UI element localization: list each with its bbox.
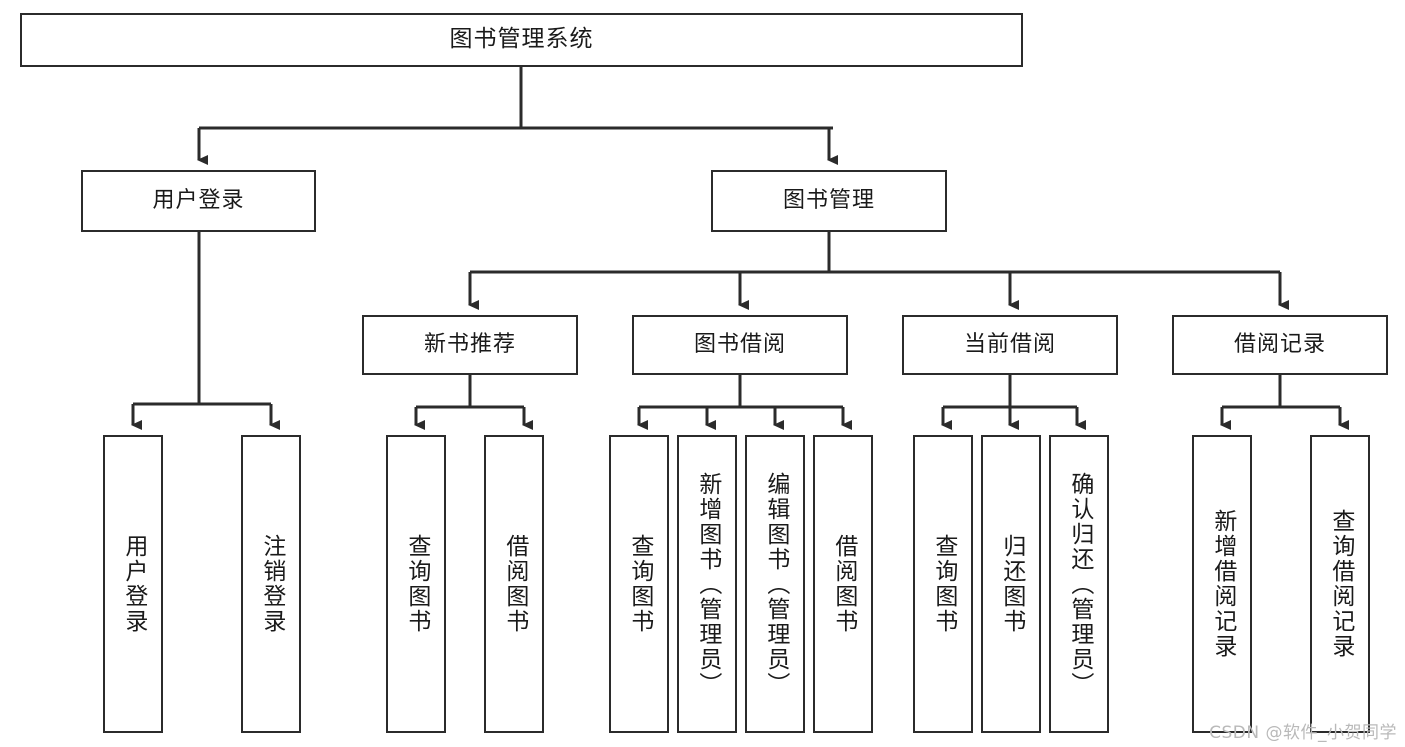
leaf-record-query-record[interactable]: 查询借阅记录 <box>1310 435 1370 733</box>
node-book-borrow[interactable]: 图书借阅 <box>632 315 848 375</box>
node-current-borrow[interactable]: 当前借阅 <box>902 315 1118 375</box>
node-label: 图书管理 <box>782 188 875 214</box>
node-label: 确认归还（管理员） <box>1066 471 1093 697</box>
leaf-user-login[interactable]: 用户登录 <box>103 435 163 733</box>
leaf-record-add-record[interactable]: 新增借阅记录 <box>1192 435 1252 733</box>
leaf-borrow-query-book[interactable]: 查询图书 <box>609 435 669 733</box>
watermark: CSDN @软件_小贺同学 <box>1209 723 1397 743</box>
node-label: 归还图书 <box>998 534 1025 634</box>
node-root-system[interactable]: 图书管理系统 <box>20 13 1023 67</box>
leaf-logout[interactable]: 注销登录 <box>241 435 301 733</box>
node-label: 借阅图书 <box>501 534 528 634</box>
node-new-book-recommend[interactable]: 新书推荐 <box>362 315 578 375</box>
leaf-newbook-borrow-book[interactable]: 借阅图书 <box>484 435 544 733</box>
node-label: 图书管理系统 <box>449 26 594 53</box>
leaf-borrow-borrow-book[interactable]: 借阅图书 <box>813 435 873 733</box>
node-label: 查询图书 <box>403 534 430 634</box>
node-label: 用户登录 <box>120 534 147 634</box>
leaf-current-query-book[interactable]: 查询图书 <box>913 435 973 733</box>
node-label: 查询借阅记录 <box>1327 509 1354 659</box>
node-label: 当前借阅 <box>963 332 1056 358</box>
node-borrow-record[interactable]: 借阅记录 <box>1172 315 1388 375</box>
node-label: 新增借阅记录 <box>1209 509 1236 659</box>
node-label: 借阅图书 <box>830 534 857 634</box>
leaf-borrow-edit-book-admin[interactable]: 编辑图书（管理员） <box>745 435 805 733</box>
node-user-login[interactable]: 用户登录 <box>81 170 316 232</box>
leaf-newbook-query-book[interactable]: 查询图书 <box>386 435 446 733</box>
leaf-current-return-book[interactable]: 归还图书 <box>981 435 1041 733</box>
leaf-borrow-add-book-admin[interactable]: 新增图书（管理员） <box>677 435 737 733</box>
node-label: 用户登录 <box>152 188 245 214</box>
node-label: 编辑图书（管理员） <box>762 471 789 697</box>
node-label: 图书借阅 <box>693 332 786 358</box>
node-label: 新增图书（管理员） <box>694 471 721 697</box>
node-label: 查询图书 <box>626 534 653 634</box>
node-label: 借阅记录 <box>1233 332 1326 358</box>
node-book-management[interactable]: 图书管理 <box>711 170 947 232</box>
leaf-current-confirm-return-admin[interactable]: 确认归还（管理员） <box>1049 435 1109 733</box>
node-label: 注销登录 <box>258 534 285 634</box>
node-label: 新书推荐 <box>423 332 516 358</box>
node-label: 查询图书 <box>930 534 957 634</box>
